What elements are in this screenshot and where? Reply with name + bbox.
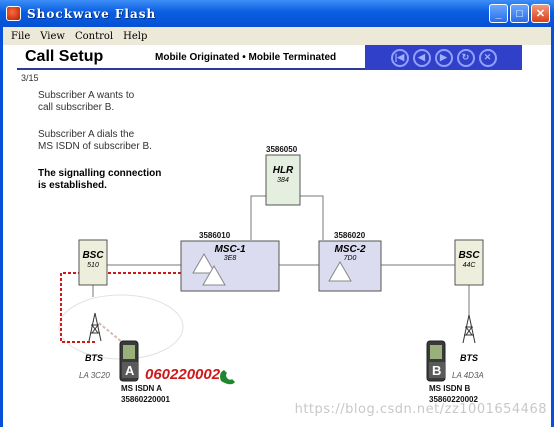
minimize-icon: _ bbox=[495, 7, 502, 20]
ms-a-letter: A bbox=[125, 363, 135, 378]
menu-help[interactable]: Help bbox=[123, 30, 148, 42]
exit-button[interactable]: ✕ bbox=[478, 48, 497, 67]
network-diagram bbox=[58, 154, 484, 385]
slide-header: Call Setup Mobile Originated • Mobile Te… bbox=[17, 45, 522, 70]
watermark-text: https://blog.csdn.net/zz1001654468 bbox=[294, 402, 547, 417]
window-title: Shockwave Flash bbox=[27, 6, 157, 21]
hlr-id-label: 3586050 bbox=[266, 145, 298, 154]
slide-subtitle: Mobile Originated • Mobile Terminated bbox=[155, 52, 337, 63]
msc2-code: 7D0 bbox=[343, 255, 357, 262]
msc1-code: 3E8 bbox=[223, 255, 237, 262]
bsc-right-text: BSC 44C bbox=[455, 240, 483, 285]
previous-slide-button[interactable]: ◀ bbox=[412, 48, 431, 67]
menu-control[interactable]: Control bbox=[75, 30, 114, 42]
page-counter: 3/15 bbox=[21, 73, 39, 83]
step-3-line-1: The signalling connection bbox=[38, 168, 162, 179]
msc2-id-label: 3586020 bbox=[334, 231, 366, 240]
menu-file[interactable]: File bbox=[11, 30, 31, 42]
bts-tower-left-icon bbox=[88, 312, 102, 342]
switch-triangle-icon bbox=[192, 253, 216, 274]
bts-left-label: BTS bbox=[85, 353, 103, 363]
dialed-number: 060220002 bbox=[145, 366, 221, 383]
mobile-phone-b-icon bbox=[426, 340, 446, 382]
back-icon: ◀ bbox=[418, 52, 425, 62]
ms-b-label: MS ISDN B 35860220002 bbox=[429, 383, 478, 405]
maximize-icon: □ bbox=[516, 7, 523, 20]
close-icon: ✕ bbox=[483, 52, 492, 62]
step-1-line-1: Subscriber A wants to bbox=[38, 90, 135, 101]
step-2-line-2: MS ISDN of subscriber B. bbox=[38, 141, 152, 152]
ms-a-title: MS ISDN A bbox=[121, 384, 163, 393]
step-3-line-2: is established. bbox=[38, 180, 107, 191]
msc1-name: MSC-1 bbox=[214, 244, 246, 255]
ms-a-label: MS ISDN A 35860220001 bbox=[121, 383, 170, 405]
link-lines bbox=[92, 195, 470, 315]
ms-b-letter: B bbox=[432, 363, 442, 378]
hlr-code: 384 bbox=[277, 177, 289, 184]
bsc-right-code: 44C bbox=[462, 262, 476, 269]
first-slide-button[interactable]: |◀ bbox=[390, 48, 409, 67]
ms-a-number: 35860220001 bbox=[121, 395, 170, 404]
phone-handset-icon bbox=[220, 370, 235, 385]
msc2-node bbox=[318, 240, 382, 292]
next-slide-button[interactable]: ▶ bbox=[434, 48, 453, 67]
hlr-name: HLR bbox=[272, 165, 294, 176]
msc1-text: MSC-1 3E8 bbox=[181, 241, 279, 291]
switch-triangle-icon bbox=[328, 261, 352, 282]
menu-view[interactable]: View bbox=[40, 30, 65, 42]
msc2-text: MSC-2 7D0 bbox=[319, 241, 381, 291]
minimize-button[interactable]: _ bbox=[489, 4, 508, 23]
bts-left-la: LA 3C20 bbox=[79, 371, 110, 380]
flash-stage: Call Setup Mobile Originated • Mobile Te… bbox=[3, 45, 551, 427]
mobile-phone-a-icon bbox=[119, 340, 139, 382]
forward-icon: ▶ bbox=[440, 52, 447, 62]
bsc-right-node bbox=[454, 239, 484, 286]
step-2-line-1: Subscriber A dials the bbox=[38, 129, 135, 140]
bts-right-label: BTS bbox=[460, 353, 478, 363]
shockwave-app-icon bbox=[6, 6, 21, 21]
window-controls: _ □ ✕ bbox=[489, 4, 550, 23]
signalling-connection-path bbox=[60, 272, 181, 343]
bts-right-la: LA 4D3A bbox=[452, 371, 484, 380]
msc1-id-label: 3586010 bbox=[199, 231, 231, 240]
slide-navigation: |◀ ◀ ▶ ↻ ✕ bbox=[365, 45, 522, 70]
bsc-left-text: BSC 510 bbox=[79, 240, 107, 285]
first-icon: |◀ bbox=[394, 52, 405, 62]
bsc-left-node bbox=[78, 239, 108, 286]
close-window-button[interactable]: ✕ bbox=[531, 4, 550, 23]
close-icon: ✕ bbox=[535, 8, 546, 20]
slide-title: Call Setup bbox=[25, 48, 104, 65]
bsc-left-name: BSC bbox=[82, 250, 104, 261]
menu-bar: File View Control Help bbox=[3, 27, 551, 45]
replay-button[interactable]: ↻ bbox=[456, 48, 475, 67]
hlr-node bbox=[265, 154, 301, 206]
switch-triangle-icon bbox=[202, 265, 226, 286]
replay-icon: ↻ bbox=[461, 52, 470, 62]
ms-b-number: 35860220002 bbox=[429, 395, 478, 404]
maximize-button[interactable]: □ bbox=[510, 4, 529, 23]
bts-tower-right-icon bbox=[462, 314, 476, 344]
title-bar[interactable]: Shockwave Flash _ □ ✕ bbox=[0, 0, 554, 27]
hlr-text: HLR 384 bbox=[266, 155, 300, 205]
step-1-line-2: call subscriber B. bbox=[38, 102, 115, 113]
bsc-left-code: 510 bbox=[87, 262, 99, 269]
ms-b-title: MS ISDN B bbox=[429, 384, 471, 393]
bsc-right-name: BSC bbox=[458, 250, 480, 261]
msc2-name: MSC-2 bbox=[334, 244, 366, 255]
